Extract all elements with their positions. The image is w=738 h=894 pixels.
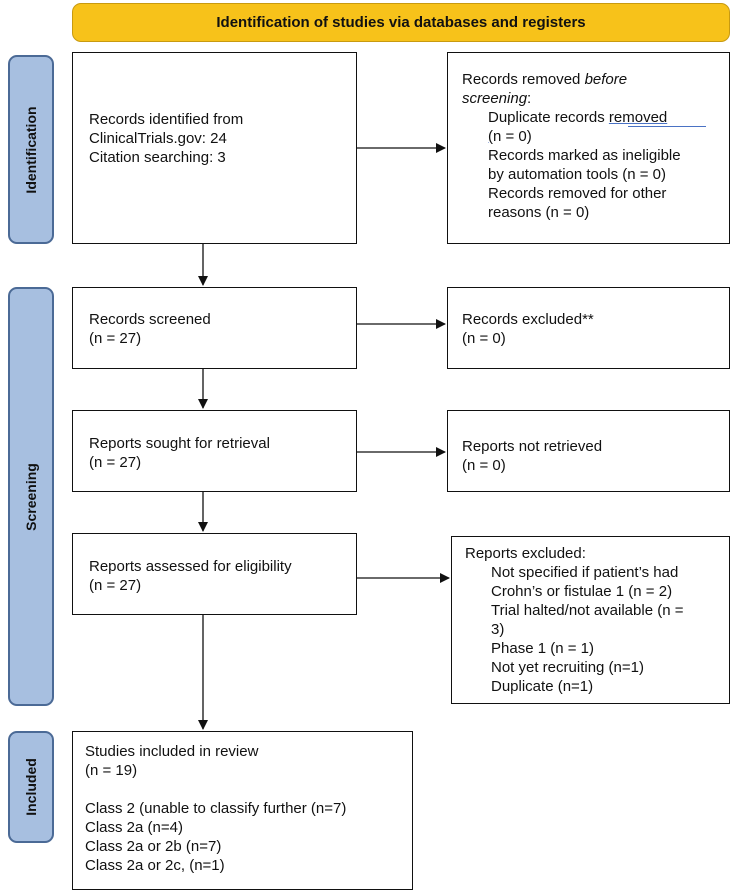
phase-identification-label: Identification <box>23 105 39 194</box>
screened-line-1: Records screened <box>89 311 211 328</box>
phase-screening-label: Screening <box>23 462 39 531</box>
not-retrieved-line-2: (n = 0) <box>462 457 506 474</box>
phase-included-label: Included <box>23 758 39 816</box>
reports-excluded-item: Phase 1 (n = 1) <box>491 640 594 657</box>
identified-line-1: Records identified from <box>89 111 244 128</box>
identified-line-3: Citation searching: 3 <box>89 149 226 166</box>
removed-title-prefix: Records removed <box>462 71 585 88</box>
reports-excluded-item: Crohn’s or fistulae 1 (n = 2) <box>491 583 673 600</box>
included-line-2: (n = 19) <box>85 762 138 779</box>
identified-line-2: ClinicalTrials.gov: 24 <box>89 130 227 147</box>
dup-line-2a: ( <box>488 128 493 145</box>
reports-assessed-box: Reports assessed for eligibility (n = 27… <box>72 533 357 615</box>
removed-title-emphasis: before <box>584 71 628 88</box>
included-spacer <box>85 780 412 799</box>
other-line-1: Records removed for other <box>488 185 667 202</box>
reports-excluded-box: Reports excluded: Not specified if patie… <box>451 536 730 704</box>
reports-excluded-item: Trial halted/not available (n = <box>491 602 684 619</box>
dup-line-1b: removed <box>608 109 668 126</box>
assessed-line-1: Reports assessed for eligibility <box>89 558 292 575</box>
sought-line-1: Reports sought for retrieval <box>89 435 270 452</box>
excluded-line-1: Records excluded** <box>462 311 594 328</box>
reports-not-retrieved-box: Reports not retrieved (n = 0) <box>447 410 730 492</box>
dup-underline-extension <box>628 126 706 127</box>
reports-excluded-title: Reports excluded: <box>465 545 586 562</box>
records-excluded-box: Records excluded** (n = 0) <box>447 287 730 369</box>
sought-line-2: (n = 27) <box>89 454 142 471</box>
records-screened-box: Records screened (n = 27) <box>72 287 357 369</box>
screened-line-2: (n = 27) <box>89 330 142 347</box>
reports-excluded-item: Not specified if patient’s had <box>491 564 679 581</box>
included-class-item: Class 2a or 2b (n=7) <box>85 838 222 855</box>
header-title: Identification of studies via databases … <box>216 14 586 31</box>
removed-title-emphasis-2: screening <box>462 90 528 107</box>
removed-title-suffix: : <box>527 90 532 107</box>
included-line-1: Studies included in review <box>85 743 259 760</box>
phase-included-bar: Included <box>8 731 54 843</box>
included-class-item: Class 2 (unable to classify further (n=7… <box>85 800 347 817</box>
records-identified-box: Records identified from ClinicalTrials.g… <box>72 52 357 244</box>
reports-excluded-item: 3) <box>491 621 505 638</box>
ineligible-line-1: Records marked as ineligible <box>488 147 681 164</box>
included-class-item: Class 2a (n=4) <box>85 819 183 836</box>
excluded-line-2: (n = 0) <box>462 330 506 347</box>
phase-screening-bar: Screening <box>8 287 54 706</box>
not-retrieved-line-1: Reports not retrieved <box>462 438 603 455</box>
reports-excluded-item: Duplicate (n=1) <box>491 678 594 695</box>
studies-included-box: Studies included in review (n = 19) Clas… <box>72 731 413 890</box>
assessed-line-2: (n = 27) <box>89 577 142 594</box>
reports-excluded-item: Not yet recruiting (n=1) <box>491 659 644 676</box>
records-removed-box: Records removed before screening: Duplic… <box>447 52 730 244</box>
ineligible-line-2: by automation tools (n = 0) <box>488 166 667 183</box>
dup-line-1a: Duplicate records <box>488 109 609 126</box>
dup-line-2b: n = 0) <box>493 128 532 145</box>
reports-sought-box: Reports sought for retrieval (n = 27) <box>72 410 357 492</box>
included-class-item: Class 2a or 2c, (n=1) <box>85 857 225 874</box>
diagram-header: Identification of studies via databases … <box>72 3 730 42</box>
other-line-2: reasons (n = 0) <box>488 204 590 221</box>
phase-identification-bar: Identification <box>8 55 54 244</box>
